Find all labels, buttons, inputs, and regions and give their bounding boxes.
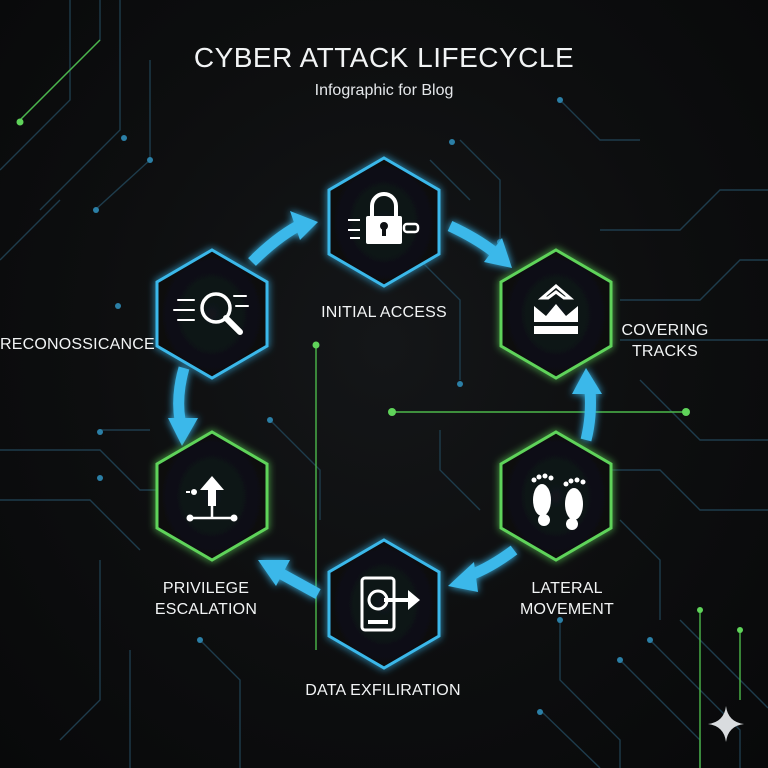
circuit-trace <box>600 189 768 231</box>
hex-data-exfiltration <box>327 538 441 670</box>
circuit-node <box>457 381 463 387</box>
sparkle-icon <box>708 706 744 742</box>
arrow-lateral-to-covering <box>572 368 602 442</box>
circuit-node <box>312 341 320 349</box>
hex-lateral-movement <box>499 430 613 562</box>
diagram-subtitle: Infographic for Blog <box>314 82 454 99</box>
circuit-trace <box>639 379 768 441</box>
circuit-node <box>115 303 121 309</box>
circuit-node <box>617 657 623 663</box>
hard-drive-export-icon <box>360 576 420 632</box>
circuit-node <box>121 135 127 141</box>
circuit-trace <box>199 639 241 768</box>
arrow-lateral-to-exfil <box>448 545 518 592</box>
circuit-node <box>697 607 703 613</box>
circuit-trace <box>559 99 640 141</box>
hex-privilege-escalation <box>155 430 269 562</box>
padlock-icon <box>348 192 420 244</box>
circuit-node <box>737 627 743 633</box>
circuit-trace <box>439 430 481 511</box>
circuit-trace <box>559 620 621 768</box>
green-trace <box>19 39 101 121</box>
magnifier-icon <box>173 292 249 335</box>
circuit-trace <box>419 259 461 380</box>
circuit-trace <box>0 499 141 551</box>
circuit-trace <box>0 0 71 171</box>
cycle-arrows <box>168 211 602 599</box>
footprints-icon <box>531 473 586 530</box>
circuit-trace <box>679 619 768 709</box>
circuit-node <box>16 118 24 126</box>
circuit-node <box>197 637 203 643</box>
circuit-node <box>97 475 103 481</box>
green-accent-lines <box>19 39 741 768</box>
circuit-node <box>449 139 455 145</box>
circuit-node <box>97 429 103 435</box>
circuit-trace <box>59 560 101 741</box>
circuit-node <box>647 637 653 643</box>
hex-initial-access <box>327 156 441 288</box>
circuit-node <box>682 408 690 416</box>
label-reconnaissance: RECONOSSICANCE <box>0 336 155 353</box>
circuit-trace <box>269 419 321 520</box>
arrow-exfil-to-privilege <box>258 560 321 599</box>
circuit-node <box>537 709 543 715</box>
circuit-trace <box>539 709 601 768</box>
arrow-recon-to-access <box>248 211 318 266</box>
circuit-trace <box>619 659 701 768</box>
circuit-trace <box>39 0 121 211</box>
arrow-access-to-covering <box>447 221 512 268</box>
circuit-node <box>557 617 563 623</box>
arrow-recon-to-privilege <box>168 366 198 446</box>
crown-icon <box>534 284 578 334</box>
label-data-exfiltration: DATA EXFILIRATION <box>305 682 461 699</box>
circuit-node <box>93 207 99 213</box>
label-lateral-movement: LATERAL MOVEMENT <box>519 580 615 618</box>
circuit-trace <box>429 159 471 201</box>
circuit-node <box>147 157 153 163</box>
label-privilege-escalation: PRIVILEGE ESCALATION <box>154 580 258 618</box>
circuit-trace <box>620 259 768 301</box>
up-arrow-network-icon <box>186 476 238 522</box>
diagram-title: CYBER ATTACK LIFECYCLE <box>193 42 575 73</box>
circuit-trace <box>459 139 501 240</box>
circuit-trace <box>0 199 61 261</box>
label-covering-tracks: COVERING TRACKS <box>621 322 709 360</box>
circuit-node <box>267 417 273 423</box>
circuit-trace <box>649 639 741 768</box>
circuit-node <box>557 97 563 103</box>
label-initial-access: INITIAL ACCESS <box>321 304 447 321</box>
circuit-node <box>388 408 396 416</box>
hex-covering-tracks <box>499 248 613 380</box>
circuit-trace <box>619 519 661 620</box>
circuit-trace <box>610 469 768 511</box>
hex-reconnaissance <box>155 248 269 380</box>
